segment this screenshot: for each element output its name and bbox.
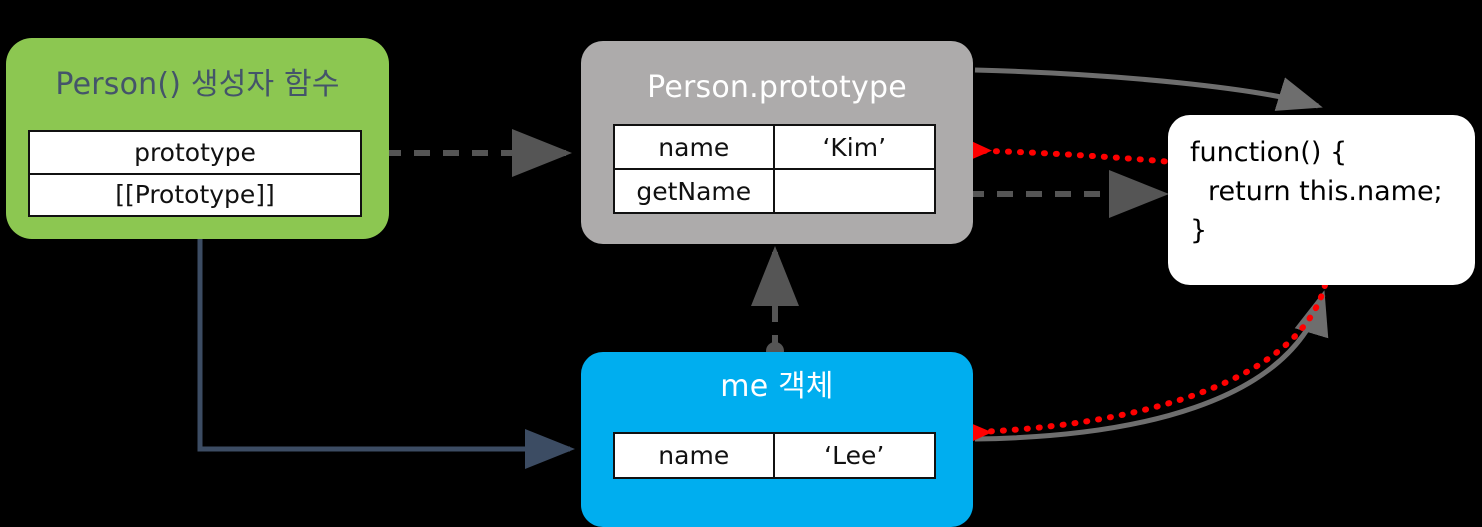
code-line-open: function() { xyxy=(1190,137,1348,168)
cell-name-key: name xyxy=(615,126,775,168)
me-property-table: name ‘Lee’ xyxy=(613,432,936,479)
table-row: [[Prototype]] xyxy=(30,175,360,216)
cell-internal-prototype-key: [[Prototype]] xyxy=(115,180,275,210)
edge-prototype-scope-to-function xyxy=(974,67,1323,111)
constructor-property-table: prototype [[Prototype]] xyxy=(28,130,362,217)
cell-name-value: ‘Kim’ xyxy=(822,132,887,162)
table-row: name ‘Kim’ xyxy=(615,126,934,170)
code-line-close: } xyxy=(1190,215,1208,246)
node-person-prototype-title: Person.prototype xyxy=(647,70,907,105)
cell-getname-value xyxy=(775,170,935,212)
edge-function-this-to-lee xyxy=(937,282,1328,458)
cell-prototype-key: prototype xyxy=(134,137,256,167)
edge-constructor-to-me xyxy=(197,239,575,469)
edge-me-to-function xyxy=(974,290,1329,442)
table-row: prototype xyxy=(30,132,360,175)
cell-me-name-key: name xyxy=(615,434,775,477)
cell-getname-key: getName xyxy=(615,170,775,212)
node-person-constructor-title: Person() 생성자 함수 xyxy=(55,67,340,102)
code-line-return: return this.name; xyxy=(1208,176,1443,207)
node-function-body[interactable]: function() { return this.name; } xyxy=(1168,115,1475,285)
cell-me-name-value: ‘Lee’ xyxy=(824,441,885,470)
node-me-object-title: me 객체 xyxy=(720,369,834,404)
table-row: name ‘Lee’ xyxy=(615,434,934,477)
prototype-property-table: name ‘Kim’ getName xyxy=(613,124,936,214)
edge-me-proto-link xyxy=(751,246,799,360)
table-row: getName xyxy=(615,170,934,212)
